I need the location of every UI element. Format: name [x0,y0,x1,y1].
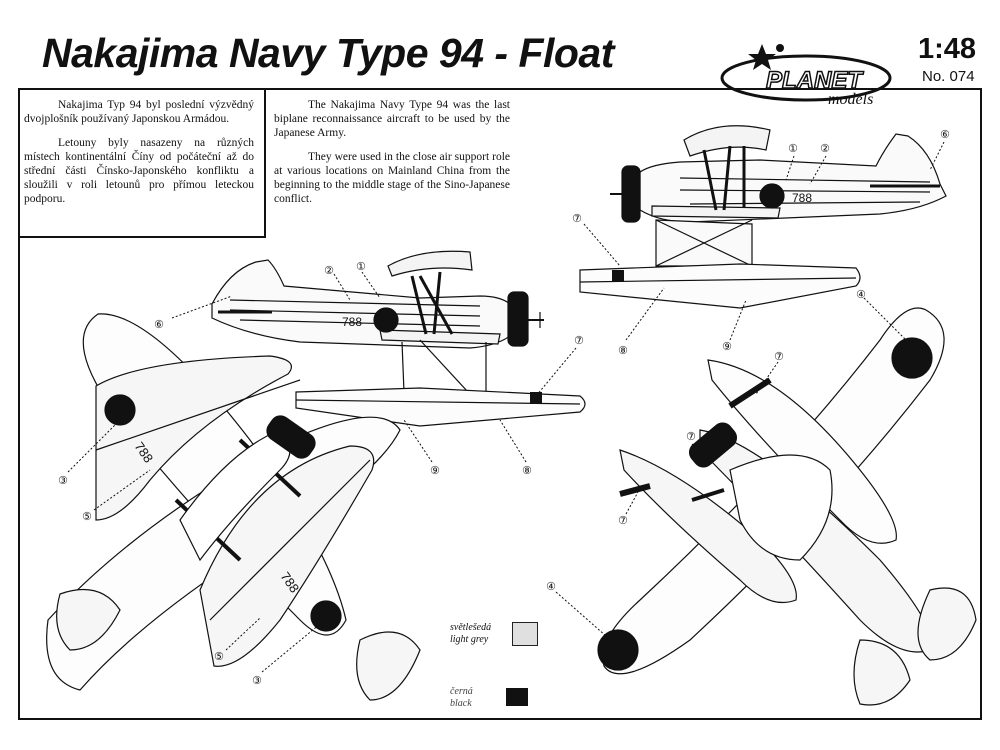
callout-3-top-1: ③ [58,474,68,487]
description-czech: Nakajima Typ 94 byl poslední výzvědný dv… [24,98,254,216]
description-english: The Nakajima Navy Type 94 was the last b… [274,98,510,216]
callout-2-right: ② [820,142,830,155]
kit-number: No. 074 [922,68,975,85]
light-grey-swatch [512,622,538,646]
callout-1-right: ① [788,142,798,155]
callout-7-left: ⑦ [574,334,584,347]
callout-4-bottom-1: ④ [856,288,866,301]
bottom-view [597,307,977,706]
side-right-code: 788 [792,191,812,205]
legend-black-en: black [450,698,472,709]
callout-1-left: ① [356,260,366,273]
callout-7-bottom-1: ⑦ [774,350,784,363]
side-view-right: 788 [579,125,947,309]
legend-light-grey-cz: světlešedá [450,622,492,633]
scale-label: 1:48 [918,33,977,65]
callout-numbers: ⑥ ② ① ⑦ ⑨ ⑧ ③ ⑤ ⑤ ③ ⑦ ⑧ ⑨ ① ② ⑥ ④ ⑦ ⑦ ⑦ … [58,128,950,687]
logo-sub-text: models [828,91,873,108]
legend-light-grey: světlešedá light grey [450,622,544,646]
text-divider-vertical [264,88,266,238]
callout-8-left: ⑧ [522,464,532,477]
czech-paragraph-2: Letouny byly nasazeny na různých místech… [24,137,254,205]
side-left-code: 788 [342,315,362,329]
page-title: Nakajima Navy Type 94 - Float [42,30,614,76]
black-swatch [506,688,528,706]
callout-2-left: ② [324,264,334,277]
text-divider-horizontal [18,236,266,238]
callout-5-top-2: ⑤ [214,650,224,663]
top-view: 788 788 [46,313,421,701]
legend-black: černá black [450,686,544,710]
english-paragraph-1: The Nakajima Navy Type 94 was the last b… [274,99,510,139]
czech-paragraph-1: Nakajima Typ 94 byl poslední výzvědný dv… [24,99,254,125]
legend-light-grey-en: light grey [450,634,489,645]
callout-8-right: ⑧ [618,344,628,357]
legend-black-cz: černá [450,686,473,697]
callout-leaders [67,141,945,673]
callout-3-top-2: ③ [252,674,262,687]
callout-9-left: ⑨ [430,464,440,477]
callout-7-bottom-2: ⑦ [686,430,696,443]
callout-6-right: ⑥ [940,128,950,141]
callout-4-bottom-2: ④ [546,580,556,593]
english-paragraph-2: They were used in the close air support … [274,151,510,205]
side-view-left: 788 [211,250,586,427]
callout-5-top-1: ⑤ [82,510,92,523]
callout-7-right: ⑦ [572,212,582,225]
callout-6-left: ⑥ [154,318,164,331]
callout-7-bottom-3: ⑦ [618,514,628,527]
callout-9-right: ⑨ [722,340,732,353]
drawing-frame [18,88,982,720]
